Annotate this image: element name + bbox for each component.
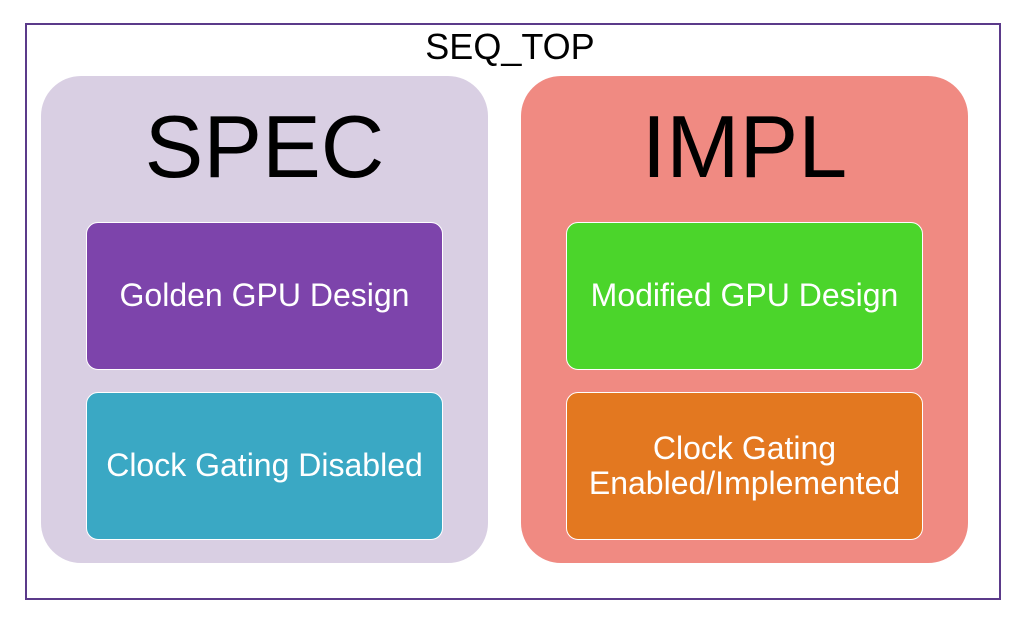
clock-gating-disabled-box: Clock Gating Disabled (86, 392, 443, 540)
modified-gpu-design-box: Modified GPU Design (566, 222, 923, 370)
diagram-title: SEQ_TOP (425, 26, 595, 67)
impl-title: IMPL (641, 97, 848, 196)
spec-panel: SPEC Golden GPU Design Clock Gating Disa… (41, 76, 488, 563)
golden-gpu-design-box: Golden GPU Design (86, 222, 443, 370)
seq-top-container (25, 23, 1001, 600)
impl-panel: IMPL Modified GPU Design Clock Gating En… (521, 76, 968, 563)
clock-gating-enabled-box: Clock Gating Enabled/Implemented (566, 392, 923, 540)
spec-title: SPEC (144, 97, 385, 196)
